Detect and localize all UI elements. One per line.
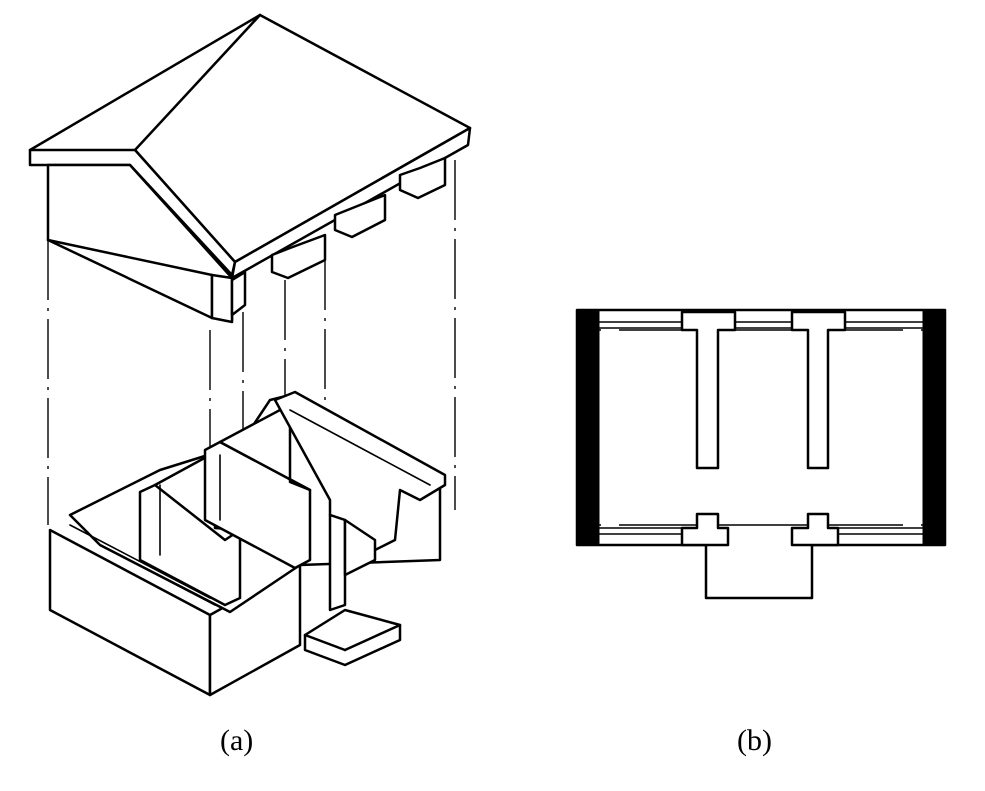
- right-wall-column: [922, 309, 946, 546]
- entry-post-left: [680, 512, 730, 547]
- entry-post-right: [790, 512, 840, 547]
- caption-floor-plan: (b): [737, 724, 772, 757]
- lower-wall-assembly: [48, 390, 447, 697]
- partition-wall-right: [790, 310, 847, 470]
- upper-wall-block: [46, 156, 447, 324]
- left-wall-column: [576, 309, 600, 546]
- exploded-view: [28, 13, 472, 697]
- caption-exploded-view: (a): [220, 724, 254, 757]
- floor-plan: [575, 308, 947, 600]
- partition-wall-left: [680, 310, 737, 470]
